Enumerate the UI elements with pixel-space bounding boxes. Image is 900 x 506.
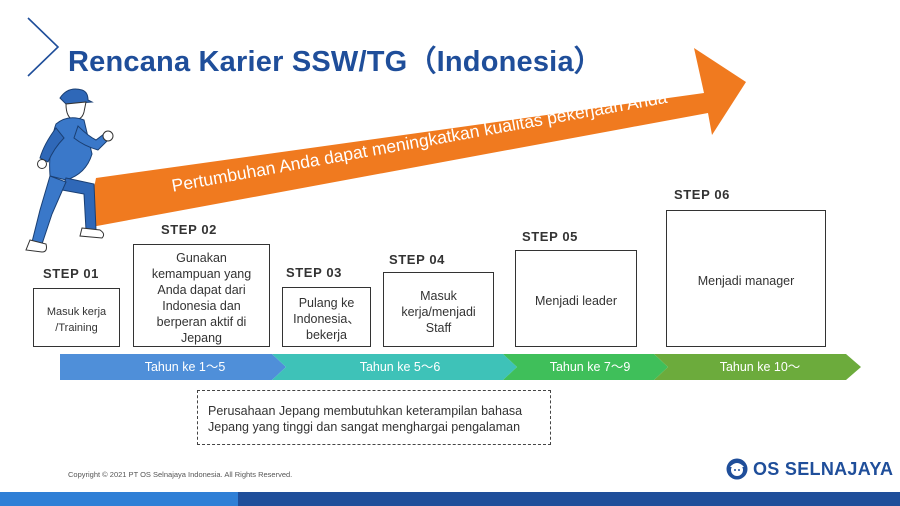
timeline-segment-4 (654, 354, 861, 380)
step-01-box: Masuk kerja /Training (33, 288, 120, 347)
timeline-segment-3 (503, 354, 668, 380)
step-03-text: Pulang ke Indonesia、 bekerja (293, 296, 360, 342)
timeline-segment-1 (60, 354, 286, 380)
logo-mascot-icon (726, 458, 748, 480)
step-04-label: STEP 04 (389, 252, 445, 267)
logo-text: OS SELNAJAYA (753, 458, 894, 479)
chevron-right-icon (27, 17, 60, 77)
step-03-label: STEP 03 (286, 265, 342, 280)
step-01-text: Masuk kerja /Training (46, 306, 107, 334)
company-logo: OS SELNAJAYA (726, 458, 893, 480)
page-title: Rencana Karier SSW/TG（Indonesia） (68, 46, 603, 78)
note-box: Perusahaan Jepang membutuhkan keterampil… (197, 390, 551, 445)
step-04-box: Masuk kerja/menjadi Staff (383, 272, 494, 347)
step-06-box: Menjadi manager (666, 210, 826, 347)
timeline-label-2: Tahun ke 5〜6 (359, 360, 441, 374)
note-text: Perusahaan Jepang membutuhkan keterampil… (208, 404, 523, 434)
timeline-label-1: Tahun ke 1〜5 (144, 360, 226, 374)
footer-bar-light (0, 492, 238, 506)
timeline-segment-2 (272, 354, 517, 380)
step-06-text: Menjadi manager (697, 274, 795, 288)
copyright-text: Copyright © 2021 PT OS Selnajaya Indones… (68, 470, 293, 479)
step-01-label: STEP 01 (43, 266, 99, 281)
step-02-box: Gunakan kemampuan yang Anda dapat dari I… (133, 244, 270, 347)
step-02-text: Gunakan kemampuan yang Anda dapat dari I… (151, 251, 252, 345)
step-06-label: STEP 06 (674, 187, 730, 202)
timeline-label-4: Tahun ke 10〜 (719, 360, 801, 374)
worker-illustration (25, 88, 114, 253)
step-04-text: Masuk kerja/menjadi Staff (401, 289, 476, 335)
timeline-label-3: Tahun ke 7〜9 (549, 360, 631, 374)
footer-bar-dark (238, 492, 900, 506)
step-02-label: STEP 02 (161, 222, 217, 237)
step-03-box: Pulang ke Indonesia、 bekerja (282, 287, 371, 347)
step-05-box: Menjadi leader (515, 250, 637, 347)
step-05-label: STEP 05 (522, 229, 578, 244)
step-05-text: Menjadi leader (535, 294, 617, 308)
